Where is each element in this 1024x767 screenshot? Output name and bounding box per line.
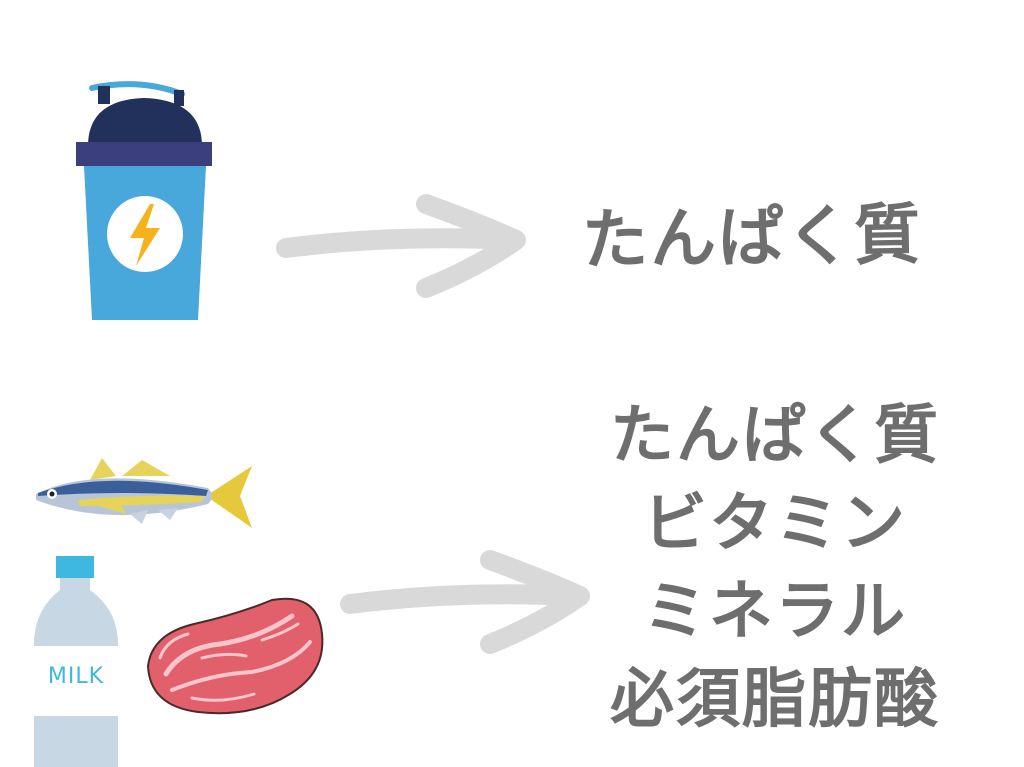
fish-icon (36, 458, 252, 528)
nutrient-item: たんぱく質 (610, 399, 940, 473)
nutrient-list: たんぱく質 ビタミン ミネラル 必須脂肪酸 (560, 392, 990, 744)
meat-steak-icon (146, 597, 324, 715)
arrow-right-icon (276, 194, 526, 298)
top-result-label: たんぱく質 (581, 196, 923, 279)
arrow-right-icon (340, 550, 590, 654)
milk-label: MILK (47, 664, 105, 689)
protein-shaker-icon (76, 81, 212, 320)
nutrient-item: ビタミン (643, 487, 907, 561)
milk-bottle-icon (34, 556, 118, 767)
nutrient-item: ミネラル (643, 575, 907, 649)
nutrient-item: 必須脂肪酸 (610, 663, 940, 737)
